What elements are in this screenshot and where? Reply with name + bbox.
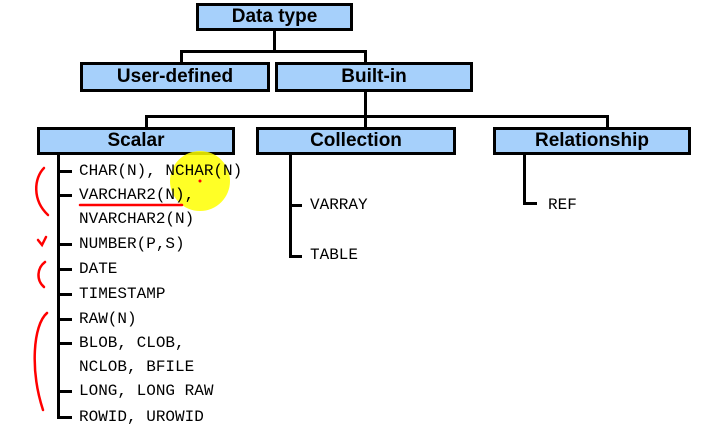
connector-builtin-down xyxy=(364,90,367,117)
scalar-item: NVARCHAR2(N) xyxy=(79,210,195,228)
user-defined-box: User-defined xyxy=(80,62,270,92)
collection-tick xyxy=(289,204,302,207)
scalar-tick xyxy=(57,416,72,419)
connector-scalar-up xyxy=(145,115,148,129)
scalar-tick xyxy=(57,194,72,197)
connector-level2-bar xyxy=(145,115,608,118)
collection-tick xyxy=(289,255,302,258)
scalar-item: BLOB, CLOB, xyxy=(79,334,185,352)
scalar-item: VARCHAR2(N), xyxy=(79,186,195,204)
scalar-item: TIMESTAMP xyxy=(79,285,166,303)
data-type-root-box: Data type xyxy=(196,3,353,31)
scalar-tick xyxy=(57,293,72,296)
scalar-box: Scalar xyxy=(37,127,235,155)
connector-userdefined-up xyxy=(180,50,183,64)
connector-collection-up xyxy=(364,115,367,129)
collection-item: VARRAY xyxy=(310,196,368,214)
connector-level1-bar xyxy=(180,50,366,53)
scalar-tick xyxy=(57,268,72,271)
relationship-item: REF xyxy=(548,196,577,214)
scalar-item: ROWID, UROWID xyxy=(79,408,204,426)
connector-builtin-up xyxy=(364,50,367,64)
scalar-item: NUMBER(P,S) xyxy=(79,235,185,253)
relationship-tick xyxy=(523,202,537,205)
connector-root-down xyxy=(273,30,276,52)
collection-box: Collection xyxy=(256,127,456,155)
scalar-item: DATE xyxy=(79,260,118,278)
scalar-tick xyxy=(57,318,72,321)
red-check-mark xyxy=(36,235,48,248)
red-bracket-mark xyxy=(35,166,50,217)
scalar-tick xyxy=(57,243,72,246)
scalar-item: CHAR(N), NCHAR(N) xyxy=(79,162,243,180)
scalar-item: NCLOB, BFILE xyxy=(79,358,195,376)
connector-relationship-up xyxy=(606,115,609,129)
scalar-item: RAW(N) xyxy=(79,310,137,328)
relationship-box: Relationship xyxy=(493,127,691,155)
scalar-tick xyxy=(57,342,72,345)
scalar-tick xyxy=(57,170,72,173)
relationship-trunk xyxy=(523,155,526,205)
collection-item: TABLE xyxy=(310,246,359,264)
built-in-box: Built-in xyxy=(275,62,473,92)
red-bracket-mark xyxy=(33,311,49,412)
scalar-tick xyxy=(57,390,72,393)
scalar-item: LONG, LONG RAW xyxy=(79,382,214,400)
red-bracket-mark xyxy=(37,260,47,289)
scalar-trunk xyxy=(57,155,60,419)
